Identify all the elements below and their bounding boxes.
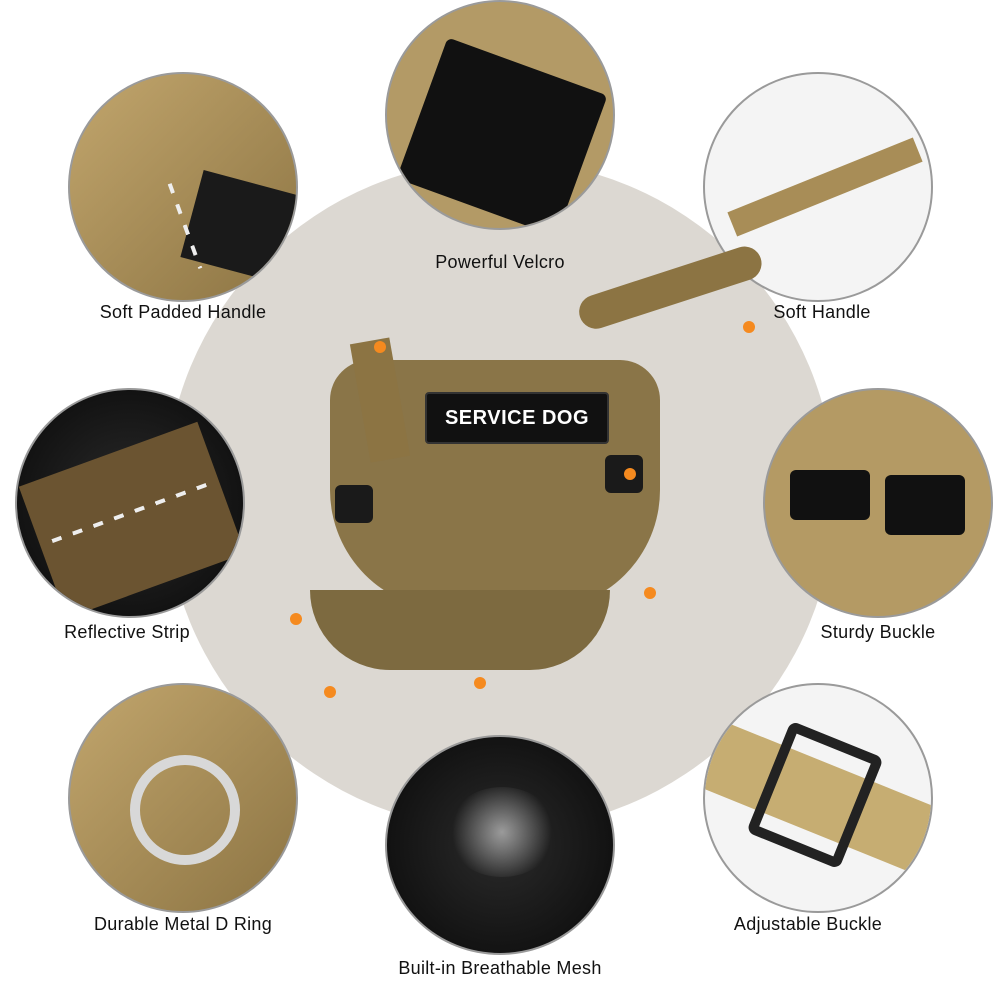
airflow-icon <box>447 787 557 877</box>
handle-image <box>727 137 923 237</box>
hotspot-dot <box>474 677 486 689</box>
feature-image-breathable-mesh <box>385 735 615 955</box>
feature-label: Reflective Strip <box>64 622 190 642</box>
d-ring-image <box>130 755 240 865</box>
buckle-icon <box>335 485 373 523</box>
patch-image <box>180 170 296 288</box>
hotspot-dot <box>290 613 302 625</box>
feature-image-metal-d-ring <box>68 683 298 913</box>
hotspot-dot <box>743 321 755 333</box>
hotspot-dot <box>374 341 386 353</box>
feature-label: Adjustable Buckle <box>733 914 883 934</box>
feature-label: Powerful Velcro <box>435 252 565 272</box>
chest-plate <box>310 590 610 670</box>
feature-image-powerful-velcro <box>385 0 615 230</box>
feature-image-reflective-strip <box>15 388 245 618</box>
hotspot-dot <box>644 587 656 599</box>
feature-label: Built-in Breathable Mesh <box>398 958 602 978</box>
hotspot-dot <box>624 468 636 480</box>
buckle-image <box>790 470 870 520</box>
feature-image-sturdy-buckle <box>763 388 993 618</box>
buckle-image <box>885 475 965 535</box>
service-dog-patch: SERVICE DOG <box>425 392 609 444</box>
velcro-image <box>396 37 608 228</box>
feature-image-soft-padded-handle <box>68 72 298 302</box>
feature-image-adjustable-buckle <box>703 683 933 913</box>
hotspot-dot <box>324 686 336 698</box>
harness-product-image: SERVICE DOG <box>250 242 770 710</box>
feature-label: Sturdy Buckle <box>820 622 936 642</box>
feature-label: Soft Handle <box>773 302 871 322</box>
feature-label: Soft Padded Handle <box>99 302 267 322</box>
feature-label: Durable Metal D Ring <box>93 914 273 934</box>
